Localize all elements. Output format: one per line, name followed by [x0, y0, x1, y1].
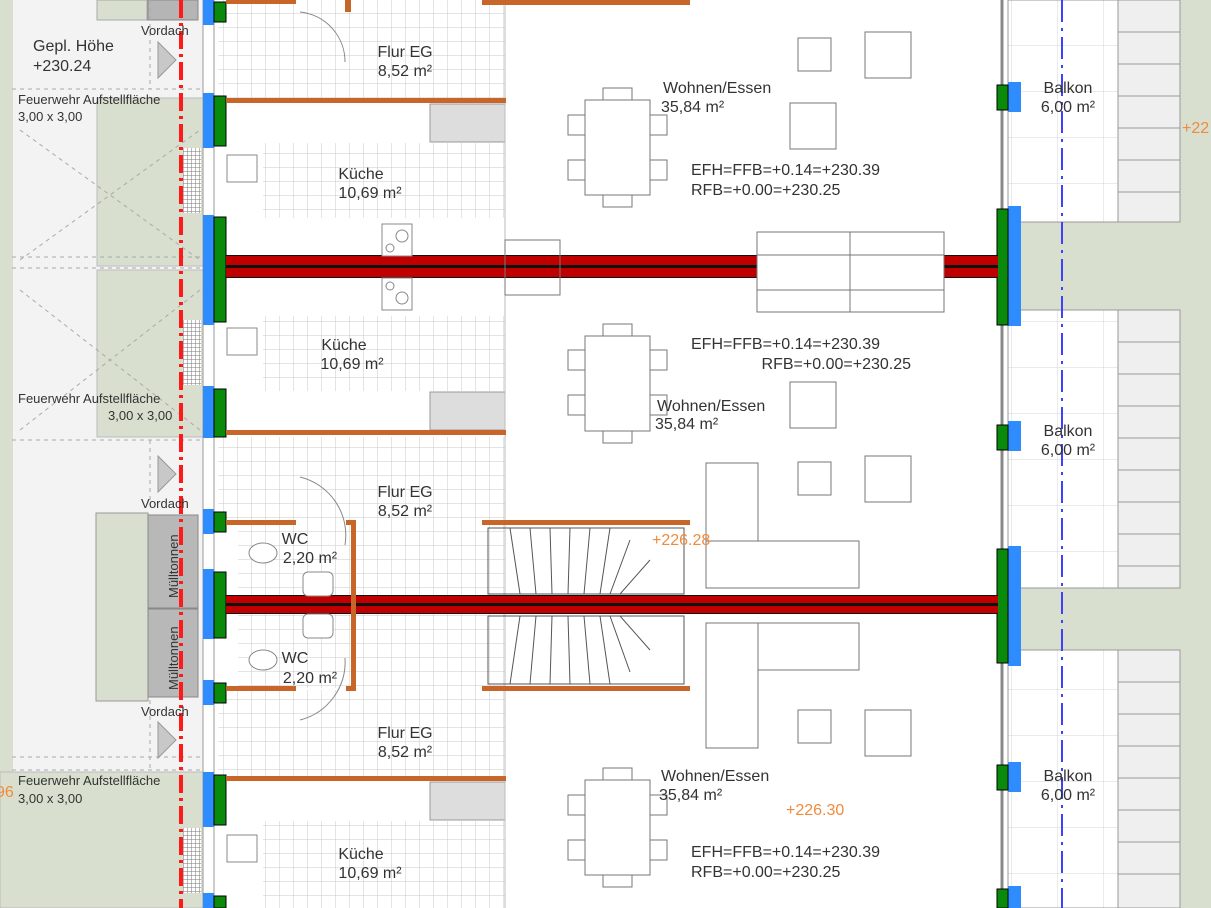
room-name: Flur EG	[377, 44, 432, 61]
fire-area-label: Feuerwehr Aufstellfläche	[18, 92, 160, 107]
fire-area-label: Feuerwehr Aufstellfläche	[18, 391, 160, 406]
room-area: 35,84 m²	[661, 99, 725, 116]
floor-level: EFH=FFB=+0.14=+230.39	[691, 162, 880, 179]
room-name: Küche	[338, 846, 383, 863]
planned-height-value: +230.24	[33, 58, 91, 75]
canopy-label: Vordach	[141, 496, 189, 511]
sofa	[705, 622, 759, 749]
room-area: 6,00 m²	[1041, 442, 1096, 459]
toilet	[248, 649, 278, 671]
room-area: 8,52 m²	[378, 63, 433, 80]
grate	[183, 320, 201, 385]
spot-height: +226.28	[652, 532, 710, 549]
room-area: 10,69 m²	[320, 356, 384, 373]
planned-height-label: Gepl. Höhe	[33, 38, 114, 55]
side-table	[797, 461, 832, 496]
fire-area-label: Feuerwehr Aufstellfläche	[18, 773, 160, 788]
room-name: Balkon	[1044, 423, 1093, 440]
fixtures	[226, 11, 413, 863]
room-area: 6,00 m²	[1041, 787, 1096, 804]
dining-table	[584, 99, 651, 196]
canopy-arrow-2	[157, 454, 177, 494]
room-name: Wohnen/Essen	[661, 768, 769, 785]
armchair	[864, 709, 912, 757]
canopy-label: Vordach	[141, 704, 189, 719]
room-name: Balkon	[1044, 80, 1093, 97]
sink	[226, 327, 258, 356]
room-labels: Flur EG 8,52 m² Flur EG 8,52 m² Flur EG …	[282, 44, 1096, 882]
raw-floor-level: RFB=+0.00=+230.25	[762, 356, 912, 373]
room-area: 10,69 m²	[338, 185, 402, 202]
site-labels: Gepl. Höhe +230.24 Vordach Vordach Vorda…	[18, 23, 189, 806]
room-name: Flur EG	[377, 484, 432, 501]
room-area: 8,52 m²	[378, 744, 433, 761]
dining-table	[584, 779, 651, 876]
bin-enclosure	[95, 512, 149, 702]
party-wall-2	[226, 595, 998, 614]
interior-walls	[226, 0, 690, 781]
fire-area-size: 3,00 x 3,00	[108, 408, 172, 423]
room-area: 8,52 m²	[378, 503, 433, 520]
sofa	[705, 540, 860, 589]
tile-areas	[218, 0, 506, 908]
spot-height: 96	[0, 784, 14, 801]
bin-box-2	[147, 608, 199, 698]
washbasin	[302, 613, 334, 639]
bin-box-1	[147, 514, 199, 609]
raw-floor-level: RFB=+0.00=+230.25	[691, 182, 841, 199]
left-facade	[202, 0, 227, 908]
armchair	[789, 102, 837, 150]
raw-floor-level: RFB=+0.00=+230.25	[691, 864, 841, 881]
room-area: 2,20 m²	[283, 670, 338, 687]
armchair	[864, 31, 912, 79]
site-right	[1007, 0, 1211, 908]
floor-level: EFH=FFB=+0.14=+230.39	[691, 336, 880, 353]
spot-height: +226.30	[786, 802, 844, 819]
armchair	[789, 381, 837, 429]
grate	[183, 828, 201, 893]
fire-area-size: 3,00 x 3,00	[18, 791, 82, 806]
dining-table	[584, 335, 651, 432]
toilet	[248, 542, 278, 564]
room-name: Wohnen/Essen	[663, 80, 771, 97]
site-left	[0, 0, 206, 908]
room-area: 35,84 m²	[655, 416, 719, 433]
furniture	[504, 31, 945, 888]
room-area: 2,20 m²	[283, 550, 338, 567]
grate	[183, 148, 201, 213]
staircase	[487, 527, 685, 685]
sink	[226, 154, 258, 183]
canopy-arrow-1	[157, 40, 177, 80]
spot-height: +22	[1182, 120, 1209, 137]
washbasin	[302, 571, 334, 597]
room-name: WC	[282, 531, 309, 548]
room-name: Wohnen/Essen	[657, 398, 765, 415]
room-name: Balkon	[1044, 768, 1093, 785]
room-name: Küche	[338, 166, 383, 183]
room-area: 10,69 m²	[338, 865, 402, 882]
room-name: WC	[282, 650, 309, 667]
bins-label: Mülltonnen	[166, 626, 181, 690]
side-table	[797, 709, 832, 744]
side-table	[797, 37, 832, 72]
canopy-arrow-3	[157, 720, 177, 760]
living-labels: Wohnen/Essen 35,84 m² Wohnen/Essen 35,84…	[0, 80, 1209, 881]
room-name: Flur EG	[377, 725, 432, 742]
room-name: Küche	[321, 337, 366, 354]
fire-area-3	[0, 771, 206, 908]
sink	[226, 834, 258, 863]
armchair	[864, 455, 912, 503]
canopy-label: Vordach	[141, 23, 189, 38]
room-area: 35,84 m²	[659, 787, 723, 804]
bins-label: Mülltonnen	[166, 534, 181, 598]
fire-area-size: 3,00 x 3,00	[18, 109, 82, 124]
floor-level: EFH=FFB=+0.14=+230.39	[691, 844, 880, 861]
right-facade	[996, 0, 1021, 908]
room-area: 6,00 m²	[1041, 99, 1096, 116]
